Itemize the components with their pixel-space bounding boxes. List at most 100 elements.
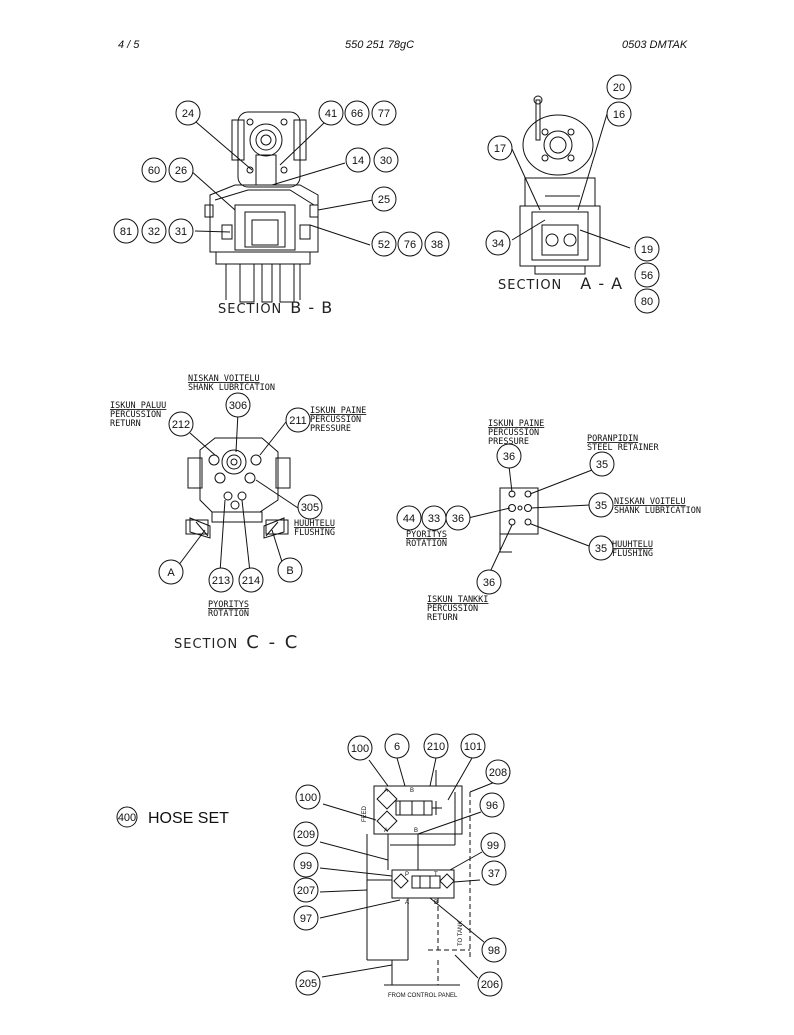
callout-balloon-B: B: [286, 565, 293, 577]
callout-balloon-100-circle: [347, 735, 373, 761]
port-letter: P: [405, 872, 409, 878]
callout-balloon-17: 17: [494, 143, 506, 155]
cc-rotation-label-2: ROTATION: [208, 609, 249, 619]
callout-balloon-213: 213: [212, 575, 230, 587]
callout-balloon-208-circle: [485, 759, 511, 785]
callout-balloon-80: 80: [641, 296, 653, 308]
port-letter: B: [414, 828, 418, 834]
callout-balloon-305-circle: [297, 494, 323, 520]
callout-balloon-38-circle: [424, 231, 450, 257]
cc-pressure-label-1: ISKUN PAINE: [310, 406, 366, 416]
r-shank-label-2: SHANK LUBRICATION: [614, 506, 701, 516]
callout-balloon-25-circle: [371, 186, 397, 212]
section-aa-drawing: [519, 95, 601, 275]
callout-balloon-99-circle: [480, 832, 506, 858]
r-pressure-label-1: ISKUN PAINE: [488, 419, 544, 429]
callout-balloon-212-circle: [168, 411, 194, 437]
callout-balloon-100: 100: [299, 792, 317, 804]
callout-balloon-36: 36: [452, 513, 464, 525]
port-letter: B: [410, 788, 414, 794]
callout-balloon-31: 31: [175, 226, 187, 238]
callout-balloon-209: 209: [297, 829, 315, 841]
callout-balloon-211: 211: [289, 415, 307, 427]
callout-balloon-14: 14: [352, 155, 364, 167]
callout-balloon-305: 305: [301, 502, 319, 514]
page-number: 4 / 5: [118, 39, 140, 51]
callout-balloon-76: 76: [404, 239, 416, 251]
callout-balloon-44-circle: [396, 505, 422, 531]
callout-balloon-99: 99: [487, 840, 499, 852]
hose-set-balloon-circle: [116, 806, 138, 828]
callout-balloon-211-circle: [285, 407, 311, 433]
callout-balloon-16-circle: [606, 101, 632, 127]
callout-balloon-32-circle: [141, 218, 167, 244]
document-number: 550 251 78gC: [345, 39, 415, 51]
r-return-label-1: ISKUN TANKKI: [427, 595, 488, 605]
callout-balloon-19: 19: [641, 244, 653, 256]
r-return-label-2: PERCUSSION: [427, 604, 478, 614]
callout-balloon-19-circle: [634, 236, 660, 262]
leader-lines: [177, 113, 631, 573]
cc-flushing-label-2: FLUSHING: [294, 528, 335, 538]
callout-balloon-33: 33: [428, 513, 440, 525]
callout-balloon-32: 32: [148, 226, 160, 238]
r-rotation-label-1: PYORITYS: [406, 530, 447, 540]
port-letter: B: [434, 900, 438, 906]
callout-balloon-14-circle: [345, 147, 371, 173]
section-bb-drawing: [204, 111, 319, 303]
callout-balloon-206-circle: [477, 971, 503, 997]
callout-balloon-44: 44: [403, 513, 415, 525]
callout-balloon-35: 35: [595, 500, 607, 512]
callout-balloon-20-circle: [606, 74, 632, 100]
callout-balloon-60: 60: [148, 165, 160, 177]
callout-balloon-214: 214: [242, 575, 260, 587]
callout-balloon-38: 38: [431, 239, 443, 251]
callout-balloon-36-circle: [496, 443, 522, 469]
callout-balloon-210: 210: [427, 741, 445, 753]
feed-label: FEED: [362, 805, 368, 822]
callout-balloon-205-circle: [295, 970, 321, 996]
callout-balloon-A-circle: [158, 559, 184, 585]
callout-balloon-207: 207: [297, 885, 315, 897]
callout-balloon-35-circle: [588, 492, 614, 518]
port-letter: A: [384, 828, 388, 834]
callout-balloon-100-circle: [295, 784, 321, 810]
callout-balloon-35-circle: [588, 535, 614, 561]
hydraulic-schematic: [366, 770, 471, 986]
callout-balloon-A: A: [167, 567, 175, 579]
callout-balloon-16: 16: [613, 109, 625, 121]
callout-balloon-76-circle: [397, 231, 423, 257]
callout-balloon-207-circle: [293, 877, 319, 903]
callout-balloon-81: 81: [120, 226, 132, 238]
callout-balloon-213-circle: [208, 567, 234, 593]
cc-rotation-label-1: PYORITYS: [208, 600, 249, 610]
cc-return-label-1: ISKUN PALUU: [110, 401, 166, 411]
callout-balloon-26: 26: [175, 165, 187, 177]
callout-balloon-60-circle: [141, 157, 167, 183]
callout-balloon-56: 56: [641, 270, 653, 282]
callout-balloon-96: 96: [486, 800, 498, 812]
callout-balloon-31-circle: [168, 218, 194, 244]
callout-balloon-306: 306: [229, 400, 247, 412]
cc-pressure-label-3: PRESSURE: [310, 424, 351, 434]
section-cc-drawing: [185, 437, 291, 539]
callout-balloon-56-circle: [634, 262, 660, 288]
callout-balloon-52-circle: [371, 231, 397, 257]
hose-set-label: HOSE SET: [148, 810, 229, 827]
callout-balloon-99-circle: [293, 852, 319, 878]
callout-balloon-6: 6: [394, 741, 400, 753]
cc-return-label-2: PERCUSSION: [110, 410, 161, 420]
port-block-drawing: [499, 487, 539, 553]
hose-port-letters: A B A B P T A B: [384, 788, 438, 906]
callout-balloon-35-circle: [589, 451, 615, 477]
from-control-panel-label: FROM CONTROL PANEL: [388, 993, 458, 999]
callout-balloon-101-circle: [460, 733, 486, 759]
callout-balloon-41: 41: [325, 108, 337, 120]
callout-balloon-208: 208: [489, 767, 507, 779]
callout-balloon-37: 37: [488, 868, 500, 880]
cc-shank-label-2: SHANK LUBRICATION: [188, 383, 275, 393]
r-flushing-label-2: FLUSHING: [612, 549, 653, 559]
r-rotation-label-2: ROTATION: [406, 539, 447, 549]
